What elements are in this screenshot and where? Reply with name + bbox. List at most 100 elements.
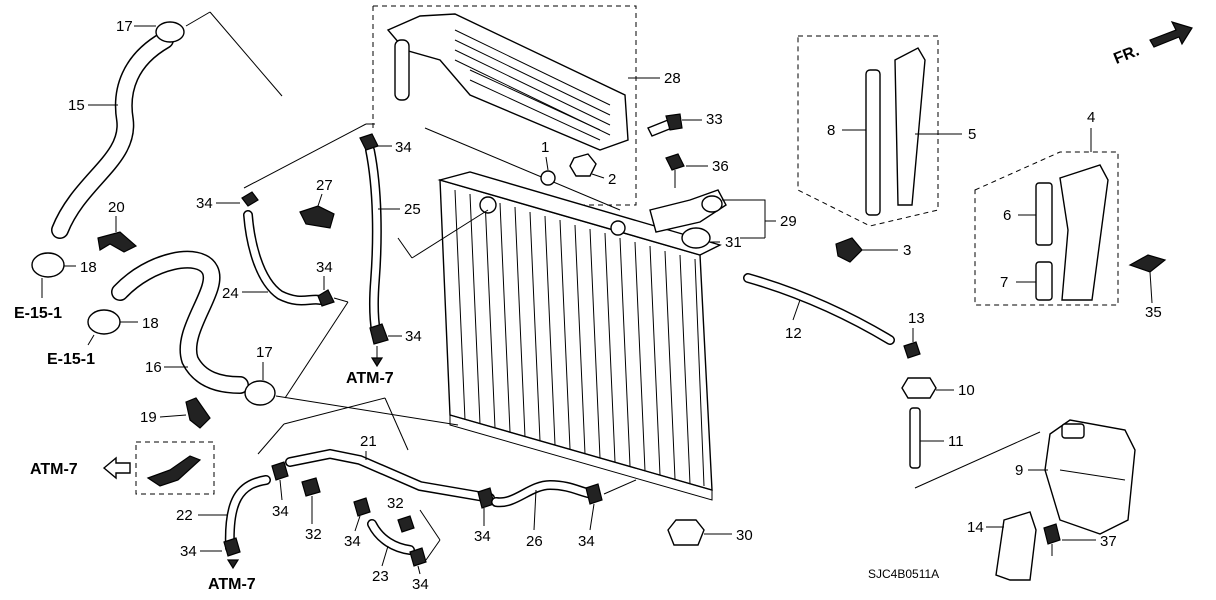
air-guide-seal-part — [865, 69, 881, 216]
callout-21: 21 — [360, 433, 377, 450]
callout-34: 34 — [196, 195, 213, 212]
ref-e15-1-upper: E-15-1 — [14, 305, 62, 322]
side-seal-upper-part — [1035, 182, 1053, 246]
callout-14: 14 — [967, 519, 984, 536]
callout-29: 29 — [780, 213, 797, 230]
callout-36: 36 — [712, 158, 729, 175]
callout-2: 2 — [608, 171, 616, 188]
callout-34: 34 — [578, 533, 595, 550]
side-seal-group: 4 6 7 — [974, 109, 1119, 306]
clip-34-i: 34 — [474, 487, 495, 545]
svg-text:FR.: FR. — [1111, 42, 1141, 67]
upper-mount-group: 29 31 — [649, 189, 797, 251]
nut-2: 2 — [569, 153, 616, 188]
clip-34-h: 34 — [409, 547, 429, 593]
callout-30: 30 — [736, 527, 753, 544]
clip-34-e: 34 — [271, 461, 289, 520]
callout-20: 20 — [108, 199, 125, 216]
bolt-33: 33 — [647, 111, 723, 137]
reserve-tank-cap-10: 10 — [901, 377, 975, 399]
callout-16: 16 — [145, 359, 162, 376]
callout-4: 4 — [1087, 109, 1095, 126]
callout-18: 18 — [142, 315, 159, 332]
callout-5: 5 — [968, 126, 976, 143]
hose-24: 24 — [222, 210, 325, 306]
callout-13: 13 — [908, 310, 925, 327]
side-bracket-part — [1059, 164, 1109, 301]
oil-cooler-part — [386, 13, 629, 151]
callout-25: 25 — [404, 201, 421, 218]
clip-34-c: 34 — [359, 133, 412, 156]
callout-11: 11 — [948, 433, 964, 450]
lower-radiator-hose: 16 — [111, 250, 249, 394]
callout-17: 17 — [116, 18, 133, 35]
ref-atm7-bottom: ATM-7 — [208, 576, 256, 593]
radiator-fins — [454, 189, 705, 487]
callout-34: 34 — [344, 533, 361, 550]
callout-6: 6 — [1003, 207, 1011, 224]
hose-22: 22 — [176, 475, 271, 553]
callout-17: 17 — [256, 344, 273, 361]
clip-34-b: 34 — [316, 259, 335, 307]
diagram-code: SJC4B0511A — [868, 567, 939, 581]
overflow-tube-12: 12 — [743, 273, 895, 345]
left-arrow-icon — [102, 456, 131, 480]
hose-clamp-18-lower: 18 E-15-1 — [47, 309, 159, 368]
hose-clip-20: 20 — [97, 199, 138, 253]
clip-34-f: 34 ATM-7 — [180, 537, 256, 593]
bolt-1: 1 — [540, 139, 556, 186]
callout-34: 34 — [180, 543, 197, 560]
ref-atm7-center: ATM-7 — [346, 370, 394, 387]
ref-atm7-left: ATM-7 — [30, 461, 78, 478]
bolt-36: 36 — [665, 153, 729, 188]
hose-23: 23 — [367, 519, 415, 585]
callout-33: 33 — [706, 111, 723, 128]
upper-radiator-hose: 15 — [51, 31, 174, 239]
tank-tube-11: 11 — [909, 407, 964, 469]
front-direction-indicator: FR. — [1111, 21, 1193, 68]
bolt-32-a: 32 — [301, 477, 322, 543]
callout-34: 34 — [395, 139, 412, 156]
callout-12: 12 — [785, 325, 802, 342]
hose-clamp-17-upper: 17 — [116, 18, 185, 43]
callout-8: 8 — [827, 122, 835, 139]
upper-mount-rubber-part — [681, 227, 711, 249]
air-guide-group: 8 5 — [797, 35, 976, 227]
callout-27: 27 — [316, 177, 333, 194]
callout-19: 19 — [140, 409, 157, 426]
callout-34: 34 — [316, 259, 333, 276]
atm7-reference-box: ATM-7 — [30, 441, 215, 495]
callout-3: 3 — [903, 242, 911, 259]
callout-32: 32 — [305, 526, 322, 543]
callout-34: 34 — [405, 328, 422, 345]
side-seal-lower-part — [1035, 261, 1053, 301]
callout-7: 7 — [1000, 274, 1008, 291]
callout-26: 26 — [526, 533, 543, 550]
clip-34-j: 34 — [578, 483, 603, 550]
hose-25: 25 — [365, 145, 421, 337]
callout-34: 34 — [474, 528, 491, 545]
clip-34-g: 34 — [344, 497, 371, 550]
pipe-21: 21 — [285, 433, 495, 503]
callout-15: 15 — [68, 97, 85, 114]
air-guide-part — [894, 47, 926, 206]
hose-26: 26 — [491, 479, 597, 550]
tank-bracket-14: 14 — [967, 511, 1037, 581]
callout-10: 10 — [958, 382, 975, 399]
front-arrow-icon — [1149, 21, 1193, 48]
callout-1: 1 — [541, 139, 549, 156]
ref-e15-1-lower: E-15-1 — [47, 351, 95, 368]
radiator-core — [437, 171, 722, 501]
clip-34-d: 34 ATM-7 — [346, 323, 422, 387]
hose-clamp-18-upper: 18 E-15-1 — [14, 252, 97, 322]
callout-37: 37 — [1100, 533, 1117, 550]
bracket-27: 27 — [299, 177, 335, 229]
lower-mount-rubber-30: 30 — [667, 519, 753, 546]
callout-9: 9 — [1015, 462, 1023, 479]
callout-18: 18 — [80, 259, 97, 276]
bolt-37: 37 — [1043, 523, 1117, 556]
callout-22: 22 — [176, 507, 193, 524]
callout-28: 28 — [664, 70, 681, 87]
callout-34: 34 — [272, 503, 289, 520]
